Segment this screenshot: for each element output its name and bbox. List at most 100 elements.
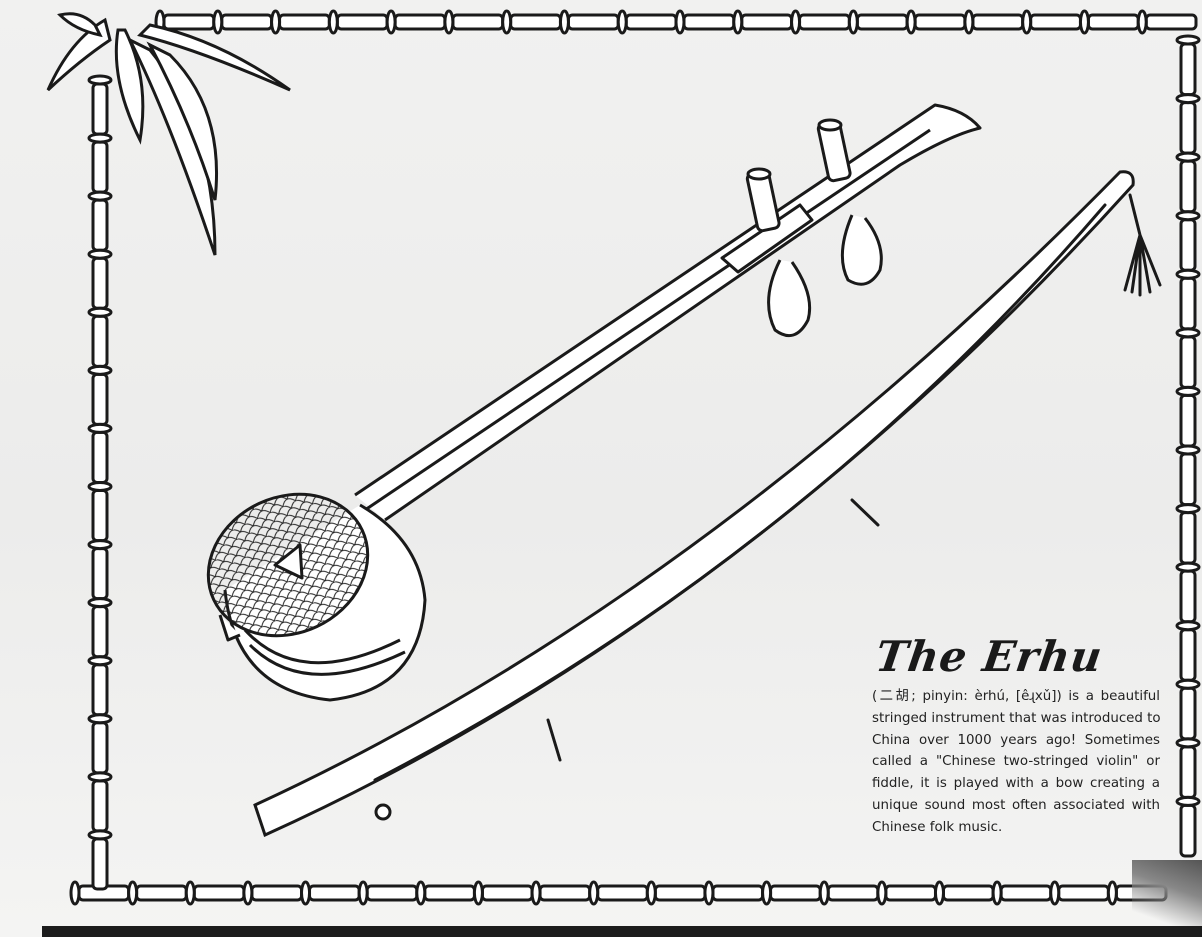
bamboo-segment [393, 13, 447, 31]
bamboo-segment [308, 884, 361, 902]
bamboo-segment [769, 884, 822, 902]
bamboo-segment [941, 884, 995, 902]
bamboo-node [443, 9, 455, 35]
bamboo-segment [855, 13, 909, 31]
erhu-bow [253, 170, 1162, 838]
bamboo-segment [91, 430, 109, 484]
bamboo-node [963, 9, 975, 35]
bamboo-node [69, 880, 81, 906]
bamboo-node [1175, 503, 1201, 515]
bamboo-node [1175, 34, 1201, 46]
bamboo-segment [91, 721, 109, 775]
bamboo-node [1106, 880, 1118, 906]
bamboo-node [87, 248, 113, 260]
bamboo-node [761, 880, 773, 906]
bamboo-segment [1179, 745, 1197, 799]
bamboo-node [1175, 385, 1201, 397]
bamboo-segment [1179, 628, 1197, 682]
bamboo-segment [278, 13, 331, 31]
bamboo-border [69, 9, 1201, 906]
bamboo-segment [423, 884, 476, 902]
page-bottom-edge [42, 926, 1202, 937]
bamboo-node [1175, 268, 1201, 280]
bamboo-node [1175, 561, 1201, 573]
bamboo-segment [1179, 335, 1197, 389]
bamboo-segment [220, 13, 274, 31]
description-line: unique sound most often associated with [872, 797, 1160, 813]
bamboo-node [818, 880, 830, 906]
bamboo-segment [1057, 884, 1110, 902]
page-corner-shadow [1132, 860, 1202, 930]
bamboo-segment [91, 605, 109, 659]
bamboo-node [87, 422, 113, 434]
bamboo-node [1175, 620, 1201, 632]
bamboo-segment [135, 884, 188, 902]
bamboo-segment [999, 884, 1053, 902]
description-line: Chinese folk music. [872, 819, 1003, 835]
bamboo-node [87, 364, 113, 376]
bamboo-node [87, 74, 113, 86]
erhu-instrument [206, 103, 982, 702]
bamboo-node [212, 9, 224, 35]
bamboo-segment [451, 13, 505, 31]
bamboo-segment [91, 663, 109, 717]
bamboo-segment [162, 13, 216, 31]
bamboo-node [357, 880, 369, 906]
bamboo-node [87, 539, 113, 551]
bamboo-node [127, 880, 139, 906]
bamboo-node [1175, 444, 1201, 456]
bamboo-segment [971, 13, 1025, 31]
bamboo-segment [91, 140, 109, 194]
bamboo-node [1049, 880, 1061, 906]
bamboo-segment [538, 884, 592, 902]
bamboo-node [876, 880, 888, 906]
description-paragraph: (二胡; pinyin: èrhú, [êɻxǔ]) is a beautifu… [872, 686, 1161, 839]
bamboo-node [1175, 327, 1201, 339]
bamboo-node [588, 880, 600, 906]
bamboo-node [87, 771, 113, 783]
bamboo-segment [653, 884, 707, 902]
bamboo-segment [1179, 803, 1197, 858]
bamboo-node [87, 190, 113, 202]
bamboo-segment [91, 837, 109, 891]
bamboo-node [385, 9, 397, 35]
bamboo-segment [91, 372, 109, 426]
bamboo-segment [624, 13, 678, 31]
bamboo-segment [192, 884, 246, 902]
bamboo-node [87, 713, 113, 725]
bamboo-segment [1179, 393, 1197, 448]
bamboo-node [327, 9, 339, 35]
bamboo-node [184, 880, 196, 906]
bamboo-node [645, 880, 657, 906]
bamboo-segment [365, 884, 419, 902]
bamboo-node [616, 9, 628, 35]
bamboo-node [703, 880, 715, 906]
bamboo-segment [596, 884, 649, 902]
bamboo-node [1078, 9, 1090, 35]
bamboo-node [1175, 93, 1201, 105]
bamboo-node [87, 829, 113, 841]
bamboo-segment [91, 779, 109, 833]
description-line: (二胡; pinyin: èrhú, [êɻxǔ]) is a beautifu… [872, 689, 1160, 704]
bamboo-segment [1179, 276, 1197, 331]
bamboo-segment [91, 198, 109, 252]
bamboo-segment [91, 489, 109, 543]
bamboo-node [1175, 678, 1201, 690]
bamboo-segment [1179, 42, 1197, 97]
bamboo-segment [480, 884, 534, 902]
bamboo-segment [740, 13, 794, 31]
bamboo-node [790, 9, 802, 35]
bamboo-segment [711, 884, 765, 902]
bamboo-node [1175, 795, 1201, 807]
bamboo-node [242, 880, 254, 906]
bamboo-node [87, 132, 113, 144]
bamboo-node [1021, 9, 1033, 35]
bamboo-segment [1179, 569, 1197, 624]
bamboo-segment [91, 82, 109, 136]
bamboo-node [905, 9, 917, 35]
description-line: stringed instrument that was introduced … [872, 710, 1161, 726]
bamboo-node [300, 880, 312, 906]
bamboo-segment [91, 547, 109, 601]
bamboo-segment [1179, 452, 1197, 507]
